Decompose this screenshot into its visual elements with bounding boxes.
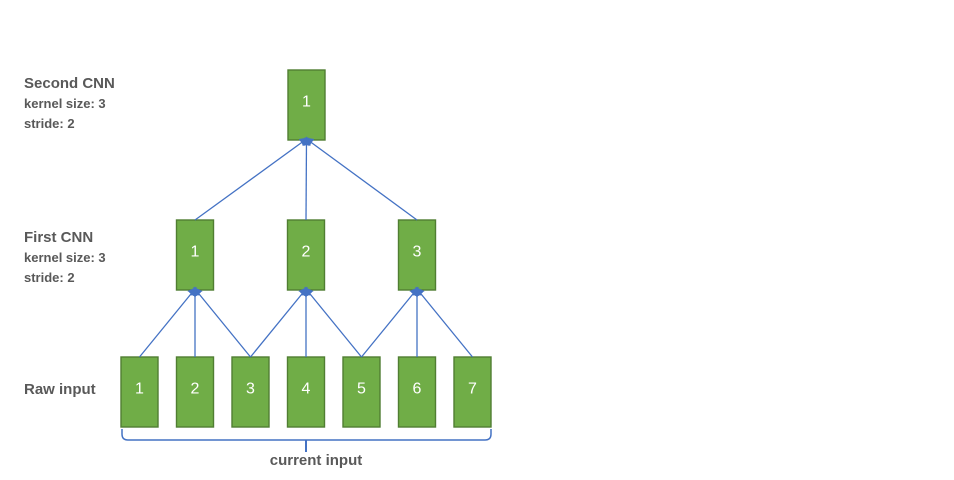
boxes-group: 1 1 2 3 1 2 3 4 5 6 7	[120, 69, 492, 428]
raw-input-box-7-value: 7	[468, 381, 477, 398]
current-input-brace	[121, 429, 492, 441]
raw-input-box-4-value: 4	[302, 381, 311, 398]
arrow-raw-input-3-to-first-cnn-1	[193, 286, 252, 358]
second-cnn-label-block: Second CNN kernel size: 3 stride: 2	[24, 74, 115, 134]
arrow-raw-input-5-to-first-cnn-2	[304, 286, 363, 358]
first-cnn-box-2-value: 2	[302, 244, 311, 261]
second-cnn-kernel-size: kernel size: 3	[24, 96, 106, 111]
first-cnn-box-3	[397, 219, 437, 291]
second-cnn-stride: stride: 2	[24, 116, 75, 131]
first-cnn-title: First CNN	[24, 229, 94, 246]
raw-input-label-block: Raw input	[24, 380, 96, 400]
current-input-label: current input	[269, 452, 363, 469]
raw-input-box-7	[453, 356, 492, 428]
arrow-raw-input-3-to-first-cnn-2	[249, 286, 308, 358]
second-cnn-box-1	[287, 69, 326, 141]
raw-input-box-4	[286, 356, 326, 428]
first-cnn-stride: stride: 2	[24, 270, 75, 285]
second-cnn-box-1-value: 1	[302, 94, 311, 111]
arrow-first-cnn-3-to-second-cnn-1	[304, 137, 418, 221]
raw-input-box-2	[175, 356, 215, 428]
raw-input-box-3	[231, 356, 270, 428]
first-cnn-label-block: First CNN kernel size: 3 stride: 2	[24, 228, 106, 288]
first-cnn-box-1	[175, 219, 215, 291]
arrows-group	[138, 136, 474, 358]
raw-input-box-3-value: 3	[246, 381, 255, 398]
first-cnn-box-3-value: 3	[413, 244, 422, 261]
arrow-first-cnn-2-to-second-cnn-1	[301, 136, 312, 221]
arrow-raw-input-7-to-first-cnn-3	[415, 286, 474, 358]
raw-input-box-1	[120, 356, 159, 428]
arrow-raw-input-5-to-first-cnn-3	[360, 286, 419, 358]
raw-input-box-1-value: 1	[135, 381, 144, 398]
raw-input-box-6	[397, 356, 437, 428]
raw-input-box-5	[342, 356, 381, 428]
raw-input-title: Raw input	[24, 381, 96, 398]
raw-input-box-6-value: 6	[413, 381, 422, 398]
second-cnn-title: Second CNN	[24, 75, 115, 92]
first-cnn-box-1-value: 1	[191, 244, 200, 261]
first-cnn-kernel-size: kernel size: 3	[24, 250, 106, 265]
arrow-first-cnn-1-to-second-cnn-1	[194, 137, 309, 221]
raw-input-box-2-value: 2	[191, 381, 200, 398]
raw-input-box-5-value: 5	[357, 381, 366, 398]
arrow-raw-input-1-to-first-cnn-1	[138, 286, 197, 358]
